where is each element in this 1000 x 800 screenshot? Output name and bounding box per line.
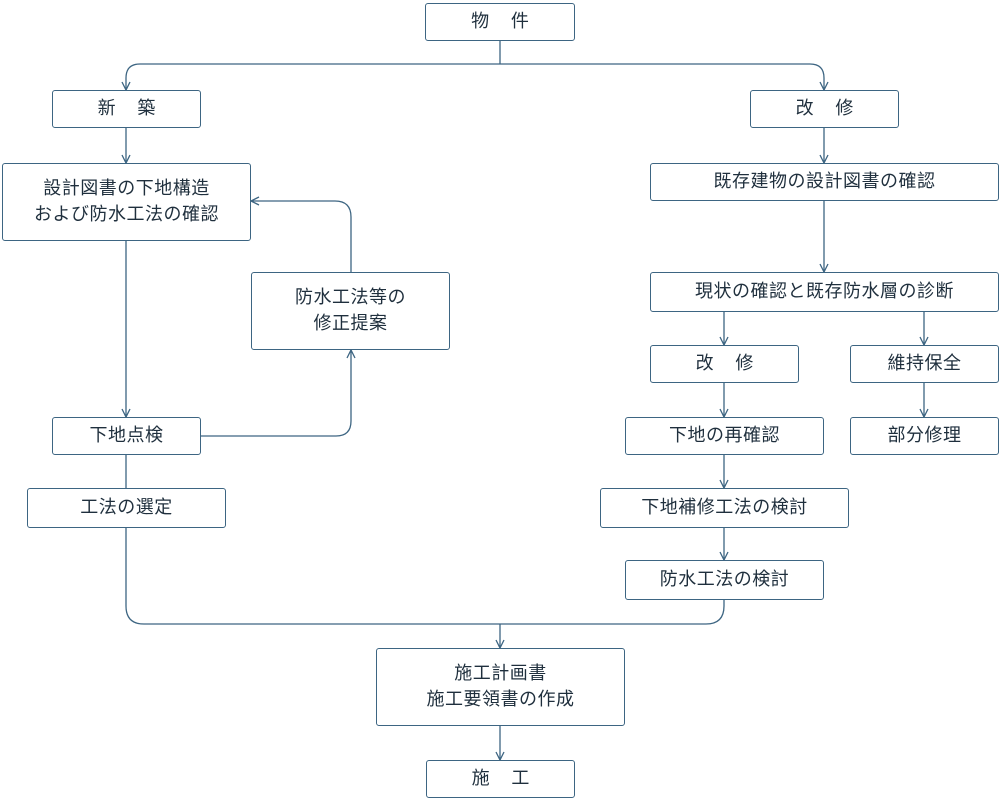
node-diagnosis: 現状の確認と既存防水層の診断 (650, 272, 999, 312)
node-design-review: 設計図書の下地構造 および防水工法の確認 (2, 163, 251, 241)
node-waterproof-review: 防水工法の検討 (625, 560, 824, 600)
node-property: 物 件 (425, 3, 575, 41)
node-new-build: 新 築 (52, 90, 201, 128)
connector-proposal-to-design (251, 201, 352, 272)
node-renovation: 改 修 (750, 90, 899, 128)
node-partial-repair: 部分修理 (850, 417, 999, 455)
connector-waterproof-to-plan (500, 600, 725, 625)
connector-selection-to-plan (125, 528, 500, 625)
node-construction-plan: 施工計画書 施工要領書の作成 (376, 648, 625, 726)
connector-inspection-to-proposal (201, 350, 351, 437)
node-substrate-inspection: 下地点検 (52, 417, 201, 455)
connector-property-to-renovation (500, 63, 824, 90)
node-proposal: 防水工法等の 修正提案 (251, 272, 450, 350)
connector-property-to-new (126, 63, 500, 90)
node-renovation-sub: 改 修 (650, 345, 799, 383)
node-maintenance: 維持保全 (850, 345, 999, 383)
node-construction: 施 工 (426, 760, 575, 798)
node-existing-review: 既存建物の設計図書の確認 (650, 163, 999, 201)
node-substrate-repair-review: 下地補修工法の検討 (600, 488, 849, 528)
node-method-selection: 工法の選定 (27, 488, 226, 528)
node-substrate-recheck: 下地の再確認 (625, 417, 824, 455)
